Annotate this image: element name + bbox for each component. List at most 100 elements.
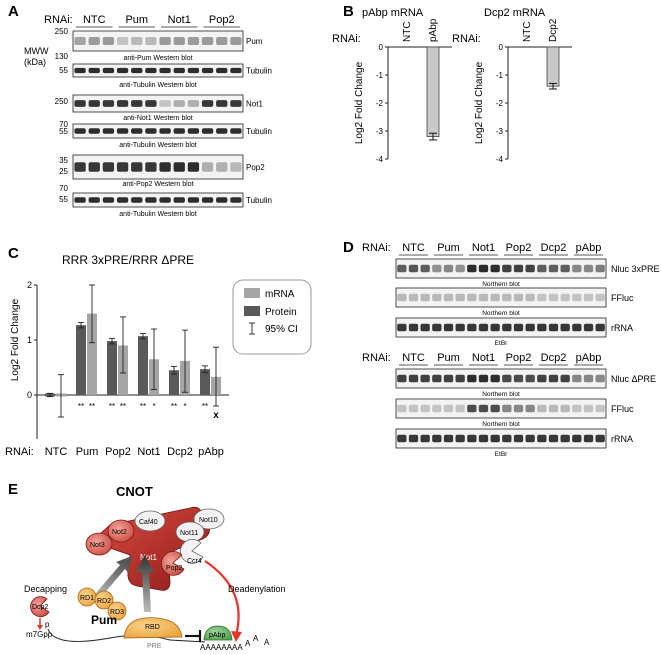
c-bar — [76, 325, 86, 395]
northern-blot-band — [397, 323, 407, 332]
western-blot-band — [102, 197, 115, 203]
northern-blot-band — [490, 323, 500, 332]
northern-blot-band — [455, 404, 465, 413]
northern-blot-band — [408, 374, 419, 383]
d-blot-caption: Northern blot — [482, 391, 520, 398]
mw-marker: 250 — [55, 27, 69, 36]
western-blot-frame — [72, 123, 244, 139]
northern-blot-band — [397, 404, 407, 413]
northern-blot-band — [583, 264, 594, 273]
northern-blot-band — [513, 323, 524, 332]
subunit-not1: Not1 — [140, 553, 157, 562]
northern-blot-band — [432, 323, 442, 332]
c-bar — [200, 369, 210, 395]
d-blot-caption: EtBr — [495, 451, 508, 458]
d-group-label: pAbp — [576, 242, 602, 254]
subunit-not11: Not11 — [180, 530, 198, 537]
western-blot-band — [230, 128, 242, 134]
c-category-label: NTC — [45, 446, 68, 458]
legend-label-protein: Protein — [265, 307, 297, 318]
northern-blot — [395, 287, 607, 308]
northern-blot-band — [502, 323, 512, 332]
d-group-label: Dcp2 — [541, 242, 567, 254]
northern-blot-band — [525, 404, 535, 413]
northern-blot-band — [455, 293, 465, 302]
northern-blot-frame — [395, 287, 607, 308]
northern-blot-band — [525, 323, 535, 332]
legend-label-mrna: mRNA — [265, 289, 295, 300]
western-blot-band — [216, 162, 228, 172]
western-blot-band — [74, 67, 86, 74]
western-blot-band — [187, 197, 200, 203]
d-group-label: Pop2 — [506, 242, 532, 254]
legend-swatch-protein — [244, 306, 260, 316]
d-blot-target: rRNA — [611, 434, 633, 444]
rd3-domain — [107, 601, 127, 621]
western-blot-band — [131, 100, 143, 107]
northern-blot-band — [513, 404, 524, 413]
b-bar — [546, 46, 560, 87]
western-blot-band — [88, 100, 100, 107]
northern-blot-band — [583, 323, 594, 332]
blot-target-label: Tubulin — [246, 196, 272, 205]
b-bar — [426, 46, 440, 137]
western-blot-band — [173, 67, 185, 74]
mww-label: MWW — [24, 46, 49, 56]
northern-blot-band — [455, 374, 465, 383]
northern-blot-band — [502, 374, 512, 383]
northern-blot — [395, 258, 607, 279]
blot-caption: anti-Not1 Western blot — [123, 115, 193, 122]
northern-blot-band — [408, 293, 419, 302]
c-y-axis-label: Log2 Fold Change — [10, 298, 21, 381]
northern-blot-band — [443, 293, 454, 302]
western-blot-band — [201, 197, 214, 203]
western-blot-band — [102, 67, 115, 74]
northern-blot-band — [560, 264, 570, 273]
dcp2-label: Dcp2 — [32, 604, 48, 611]
blot-caption: anti-Tubulin Western blot — [119, 211, 196, 218]
northern-blot-band — [432, 264, 442, 273]
northern-blot-band — [397, 293, 407, 302]
western-blot-band — [216, 67, 228, 74]
b-category-label: NTC — [522, 21, 533, 42]
northern-blot-band — [443, 323, 454, 332]
western-blot-band — [159, 162, 171, 172]
northern-blot-band — [467, 264, 477, 273]
northern-blot-frame — [395, 398, 607, 419]
northern-blot-band — [443, 434, 454, 443]
legend-label-ci: 95% CI — [265, 324, 298, 335]
c-significance-mark: ** — [89, 402, 95, 411]
b-y-tick-label: -2 — [376, 99, 384, 108]
c-bar — [87, 313, 97, 395]
c-significance-mark: * — [183, 402, 186, 411]
western-blot-frame — [72, 30, 244, 52]
northern-blot-band — [560, 374, 570, 383]
mw-marker: 35 — [59, 156, 68, 165]
northern-blot-band — [455, 264, 465, 273]
northern-blot-band — [490, 293, 500, 302]
northern-blot-band — [537, 293, 547, 302]
d-blot-target: Nluc ΔPRE — [611, 374, 656, 384]
northern-blot-band — [420, 323, 430, 332]
western-blot-band — [116, 37, 129, 45]
panel-a-letter: A — [8, 3, 19, 20]
northern-blot-band — [560, 404, 570, 413]
northern-blot-band — [420, 264, 430, 273]
northern-blot-band — [583, 434, 594, 443]
northern-blot-band — [420, 374, 430, 383]
mw-marker: 55 — [59, 127, 68, 136]
b-chart-title: pAbp mRNA — [362, 7, 424, 19]
not3-subunit — [85, 532, 113, 556]
western-blot-band — [88, 67, 100, 74]
western-blot-band — [145, 37, 157, 45]
b-y-tick-label: 0 — [379, 43, 384, 52]
western-blot-band — [201, 162, 214, 172]
northern-blot-band — [478, 323, 489, 332]
c-category-label: Pum — [76, 446, 99, 458]
d-rnai-label: RNAi: — [362, 352, 391, 364]
blot-caption: anti-Pum Western blot — [123, 55, 192, 62]
d-blot-caption: EtBr — [495, 340, 508, 347]
